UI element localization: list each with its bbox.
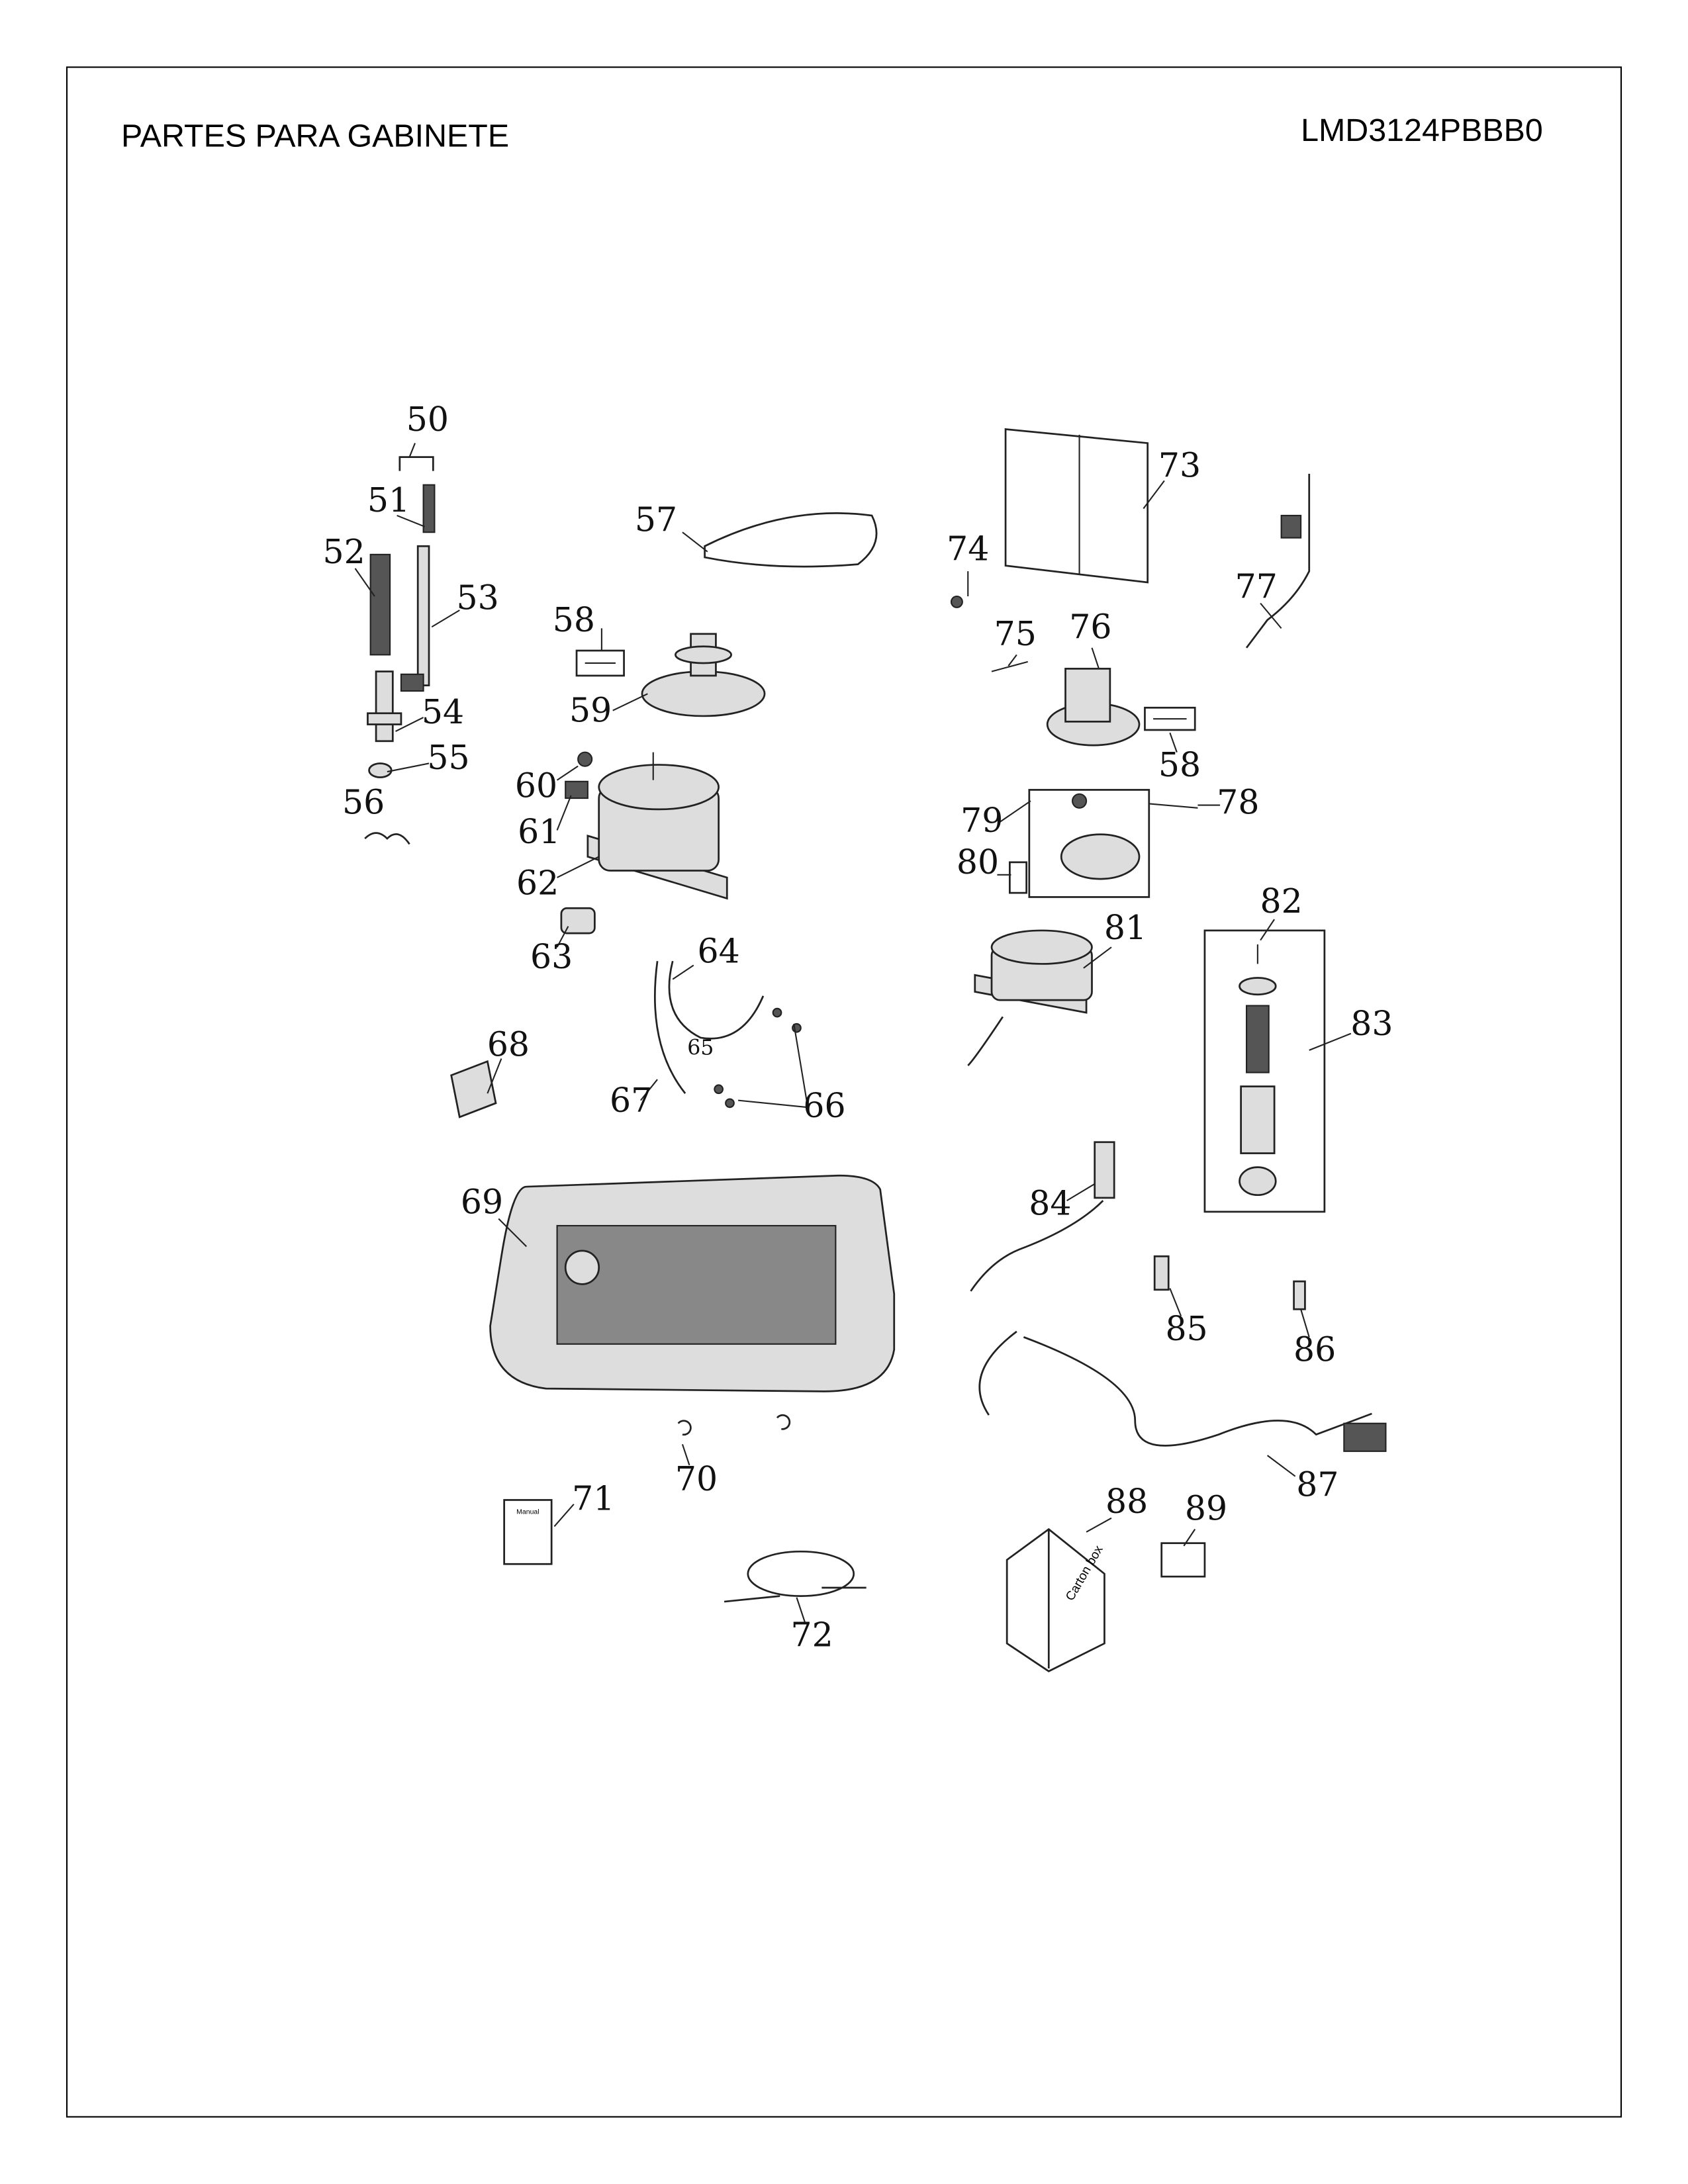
page-title: PARTES PARA GABINETE: [121, 118, 509, 154]
part-55-cap: [368, 762, 393, 778]
label-78: 78: [1217, 783, 1259, 822]
part-84-sensor: [970, 1141, 1115, 1292]
part-89-label: [1160, 1542, 1206, 1578]
part-87-power-cord: [978, 1330, 1387, 1452]
part-80-switch: [1009, 861, 1027, 894]
page-border: [66, 66, 1622, 2118]
label-70: 70: [675, 1459, 718, 1498]
label-60: 60: [515, 766, 557, 805]
label-80: 80: [957, 842, 999, 882]
label-51: 51: [367, 480, 410, 520]
label-63: 63: [530, 937, 573, 976]
label-52: 52: [323, 532, 365, 571]
part-79-clutch-kit: [1028, 789, 1150, 898]
part-70-hooks: [677, 1414, 791, 1436]
label-50: 50: [406, 400, 449, 439]
part-74-screw: [950, 595, 963, 608]
model-number: LMD3124PBBB0: [1301, 113, 1543, 148]
label-59: 59: [569, 691, 612, 730]
part-76-shaft-housing: [1046, 668, 1141, 747]
part-60-screw: [577, 751, 593, 767]
part-59-pulley: [641, 633, 766, 717]
label-89: 89: [1185, 1488, 1227, 1527]
part-61-capacitor: [565, 780, 588, 799]
part-64-67-hoses: [653, 960, 765, 1094]
leader-lines: [354, 443, 1352, 1623]
part-81-spin-motor: [967, 929, 1093, 1066]
label-69: 69: [461, 1182, 503, 1221]
label-65: 65: [687, 1036, 714, 1060]
part-78-spring: [1149, 803, 1198, 809]
label-67: 67: [610, 1081, 652, 1120]
part-68-bracket: [450, 1060, 497, 1118]
part-52-spring: [369, 553, 391, 656]
carton-text: Carton box: [1063, 1543, 1106, 1603]
part-75-bolt: [991, 660, 1028, 672]
part-62-motor: [586, 752, 728, 900]
part-85-plug: [1153, 1255, 1170, 1291]
label-83: 83: [1350, 1004, 1393, 1043]
label-76: 76: [1069, 607, 1111, 646]
label-58: 58: [553, 600, 595, 639]
manual-text: Manual: [516, 1508, 539, 1516]
label-88: 88: [1105, 1482, 1148, 1521]
label-66: 66: [803, 1086, 845, 1125]
label-56: 56: [342, 783, 385, 822]
label-79: 79: [961, 801, 1003, 840]
label-62: 62: [516, 864, 559, 903]
part-53-rod: [400, 545, 430, 692]
label-54: 54: [422, 692, 464, 731]
part-77-harness: [1245, 473, 1311, 649]
label-57: 57: [635, 500, 677, 539]
label-68: 68: [487, 1025, 530, 1064]
part-73-panel: [1004, 428, 1149, 584]
part-66-clamps: [714, 1007, 802, 1109]
label-53: 53: [457, 578, 499, 617]
label-72: 72: [790, 1615, 833, 1655]
part-72-hose: [724, 1550, 867, 1603]
part-86-plug: [1293, 1280, 1306, 1310]
part-58-screws-b: [1144, 706, 1196, 731]
label-85: 85: [1165, 1309, 1207, 1348]
label-74: 74: [947, 529, 989, 569]
part-56-hook: [364, 832, 410, 845]
label-73: 73: [1158, 445, 1201, 484]
part-58-screws: [575, 649, 625, 677]
part-88-carton: Carton box: [1006, 1527, 1106, 1672]
part-51-spring: [422, 484, 436, 533]
label-87: 87: [1296, 1465, 1338, 1504]
part-83-valve-kit: [1203, 929, 1326, 1213]
label-58b: 58: [1158, 745, 1201, 784]
part-57-belt: [704, 512, 878, 568]
part-63-foot: [560, 907, 596, 934]
label-84: 84: [1029, 1184, 1071, 1223]
part-71-manual: Manual: [503, 1499, 553, 1565]
label-77: 77: [1235, 567, 1278, 606]
label-64: 64: [698, 932, 740, 971]
label-81: 81: [1104, 908, 1147, 947]
label-82: 82: [1260, 882, 1303, 921]
part-69-base: [489, 1174, 896, 1392]
label-71: 71: [572, 1479, 614, 1518]
label-75: 75: [994, 614, 1037, 653]
label-55: 55: [427, 738, 469, 777]
label-86: 86: [1293, 1330, 1336, 1369]
part-54-tube: [367, 670, 402, 743]
label-61: 61: [518, 812, 560, 851]
part-50-clip: [399, 456, 434, 471]
